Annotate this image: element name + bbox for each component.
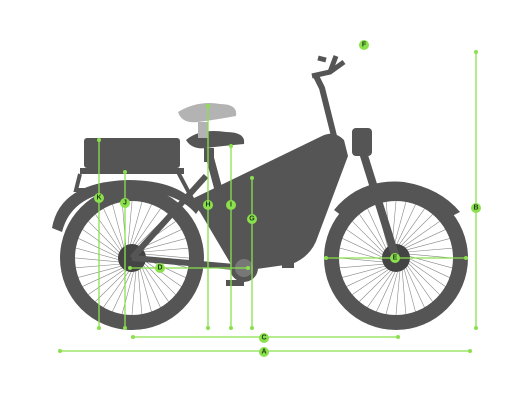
wheel-spoke bbox=[407, 257, 450, 278]
wheel-spoke bbox=[82, 229, 121, 257]
wheel-spoke bbox=[139, 267, 152, 312]
marker-g: G bbox=[247, 214, 257, 224]
wheel-spoke bbox=[367, 269, 395, 308]
wheel-spoke bbox=[385, 269, 399, 315]
wheel-spoke bbox=[352, 221, 385, 255]
wheel-spoke bbox=[395, 204, 416, 247]
svg-text:B: B bbox=[473, 205, 478, 212]
wheel-spoke bbox=[359, 214, 386, 253]
wheel-spoke bbox=[142, 247, 189, 253]
wheel-spoke bbox=[399, 214, 433, 247]
svg-text:E: E bbox=[393, 255, 398, 262]
wheel-spoke bbox=[407, 259, 446, 287]
seat bbox=[186, 131, 245, 149]
wheel-spoke bbox=[376, 269, 397, 312]
wheel-spoke bbox=[143, 259, 182, 287]
wheel-spoke bbox=[141, 238, 186, 251]
wheel-spoke bbox=[346, 229, 385, 257]
svg-text:D: D bbox=[157, 265, 162, 272]
marker-a: A bbox=[259, 347, 269, 357]
svg-text:A: A bbox=[261, 349, 266, 356]
wheel-spoke bbox=[401, 221, 440, 248]
wheel-spoke bbox=[137, 268, 143, 315]
wheel-spoke bbox=[393, 201, 407, 247]
handlebar bbox=[311, 55, 346, 79]
marker-b: B bbox=[471, 203, 481, 213]
svg-text:J: J bbox=[123, 200, 127, 207]
marker-badges: A B C D E F G H I J K bbox=[94, 40, 481, 357]
wheel-spoke bbox=[88, 221, 121, 255]
svg-text:H: H bbox=[205, 202, 210, 209]
marker-k: K bbox=[94, 193, 104, 203]
seat-tube bbox=[206, 156, 242, 264]
wheel-spoke bbox=[395, 269, 401, 316]
marker-i: I bbox=[226, 200, 236, 210]
ebike-illustration bbox=[52, 55, 468, 330]
marker-f: F bbox=[359, 40, 369, 50]
svg-text:K: K bbox=[96, 195, 101, 202]
wheel-spoke bbox=[405, 238, 450, 251]
wheel-spoke bbox=[131, 204, 152, 247]
wheel-spoke bbox=[352, 268, 391, 295]
wheel-spoke bbox=[140, 265, 161, 308]
wheel-spoke bbox=[131, 269, 137, 316]
wheel-spoke bbox=[82, 266, 125, 287]
svg-text:G: G bbox=[249, 216, 255, 223]
seat-raised-ghost bbox=[178, 103, 237, 138]
wheel-spoke bbox=[339, 263, 386, 269]
marker-e: E bbox=[390, 253, 400, 263]
wheel-spoke bbox=[112, 269, 133, 312]
wheel-spoke bbox=[404, 265, 425, 308]
wheel-spoke bbox=[78, 265, 123, 278]
wheel-spoke bbox=[121, 269, 135, 315]
front-fender bbox=[334, 181, 460, 216]
wheel-spoke bbox=[397, 208, 425, 247]
rear-rack bbox=[73, 138, 198, 207]
wheel-spoke bbox=[403, 267, 416, 312]
wheel-spoke bbox=[403, 229, 446, 250]
wheel-spoke bbox=[406, 247, 453, 253]
wheel-spoke bbox=[88, 268, 127, 295]
rear-triangle bbox=[129, 173, 247, 271]
wheel-spoke bbox=[406, 263, 433, 302]
wheel-spoke bbox=[75, 247, 121, 261]
marker-h: H bbox=[203, 200, 213, 210]
wheel-spoke bbox=[142, 263, 169, 302]
svg-text:C: C bbox=[261, 335, 266, 342]
svg-text:I: I bbox=[230, 202, 232, 209]
wheel-spoke bbox=[367, 208, 388, 251]
wheel-spoke bbox=[95, 269, 129, 302]
wheel-spoke bbox=[95, 214, 122, 253]
wheel-spoke bbox=[112, 204, 125, 249]
wheel-spoke bbox=[342, 265, 387, 278]
headlight bbox=[352, 128, 372, 156]
wheel-spoke bbox=[129, 201, 143, 247]
wheel-spoke bbox=[359, 269, 393, 302]
svg-text:F: F bbox=[362, 42, 367, 49]
marker-d: D bbox=[155, 263, 165, 273]
marker-j: J bbox=[120, 198, 130, 208]
wheel-spoke bbox=[143, 253, 190, 259]
wheel-spoke bbox=[342, 238, 385, 259]
stem bbox=[313, 74, 337, 137]
rear-fender bbox=[52, 180, 200, 232]
wheel-spoke bbox=[103, 208, 124, 251]
marker-c: C bbox=[259, 333, 269, 343]
wheel-spoke bbox=[133, 208, 161, 247]
wheel-spoke bbox=[401, 268, 407, 315]
wheel-spoke bbox=[346, 266, 389, 287]
wheel-spoke bbox=[407, 261, 440, 295]
wheel-spoke bbox=[74, 257, 121, 263]
wheel-spoke bbox=[127, 200, 133, 247]
